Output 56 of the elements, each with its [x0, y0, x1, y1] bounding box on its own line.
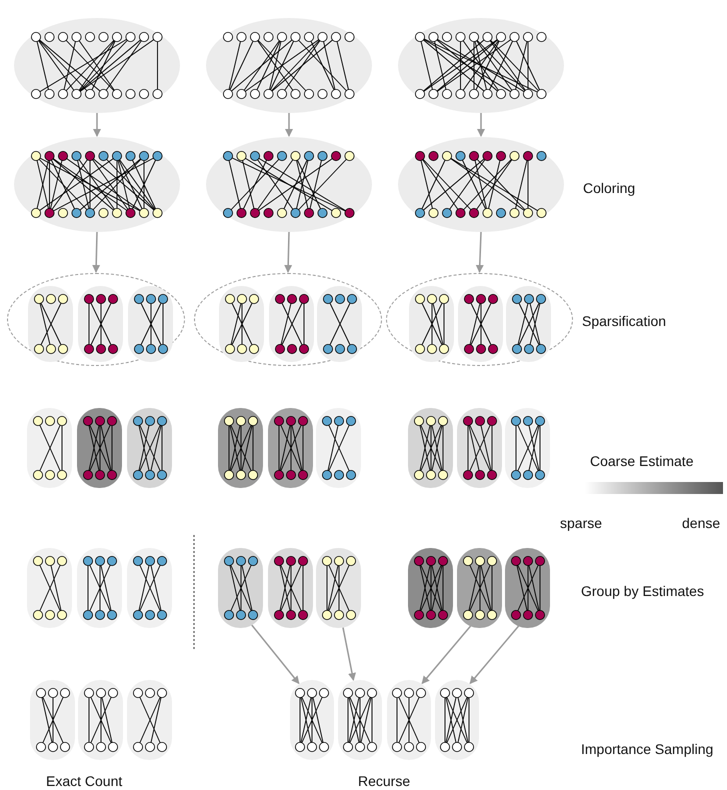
arrow [476, 232, 484, 273]
subgraph-pill [27, 408, 72, 488]
subgraph-pill [458, 286, 503, 362]
subgraph-pill [290, 680, 334, 760]
subgraph-pill [435, 680, 479, 760]
arrow [342, 627, 356, 681]
subgraph-pill [78, 286, 123, 362]
subgraph-pill [408, 408, 453, 488]
step-label: Group by Estimates [581, 582, 704, 600]
arrow [92, 232, 100, 273]
arrow [251, 624, 300, 684]
subgraph-pill [408, 548, 453, 628]
subgraph-pill [268, 408, 313, 488]
subgraph-pill [338, 680, 382, 760]
dashed-ellipse [7, 273, 185, 366]
arrow [422, 626, 472, 684]
subgraph-pill [127, 408, 172, 488]
subgraph-pill [28, 286, 73, 362]
subgraph-pill [27, 548, 72, 628]
step-label: Sparsification [582, 312, 666, 330]
subgraph-pill [219, 286, 264, 362]
subgraph-pill [30, 680, 75, 760]
subgraph-pill [127, 680, 172, 760]
dashed-ellipse [386, 273, 573, 366]
subgraph-pill [128, 286, 173, 362]
step-label: Coarse Estimate [590, 452, 694, 470]
subgraph-pill [77, 408, 122, 488]
subgraph-pill [268, 548, 313, 628]
arrow [284, 232, 292, 273]
subgraph-pill [409, 286, 454, 362]
step-label: Coloring [583, 179, 636, 197]
dashed-ellipse [194, 273, 382, 366]
column-label: Recurse [358, 772, 410, 790]
subgraph-pill [127, 548, 172, 628]
subgraph-pill [317, 286, 362, 362]
subgraph-pill [77, 548, 122, 628]
arrow [470, 626, 520, 684]
subgraph-pill [506, 286, 551, 362]
subgraph-pill [316, 408, 361, 488]
subgraph-pill [269, 286, 314, 362]
subgraph-pill [505, 408, 550, 488]
subgraph-pill [457, 548, 502, 628]
scale-label: sparse [560, 514, 602, 532]
subgraph-pill [457, 408, 502, 488]
arrow [93, 113, 101, 137]
column-label: Exact Count [46, 772, 122, 790]
arrow [477, 113, 485, 137]
scale-label: dense [682, 514, 720, 532]
arrow [285, 113, 293, 137]
subgraph-pill [505, 548, 550, 628]
subgraph-pill [78, 680, 123, 760]
step-label: Importance Sampling [581, 740, 714, 758]
subgraph-pill [316, 548, 361, 628]
subgraph-pill [218, 548, 263, 628]
subgraph-pill [387, 680, 431, 760]
subgraph-pill [218, 408, 263, 488]
